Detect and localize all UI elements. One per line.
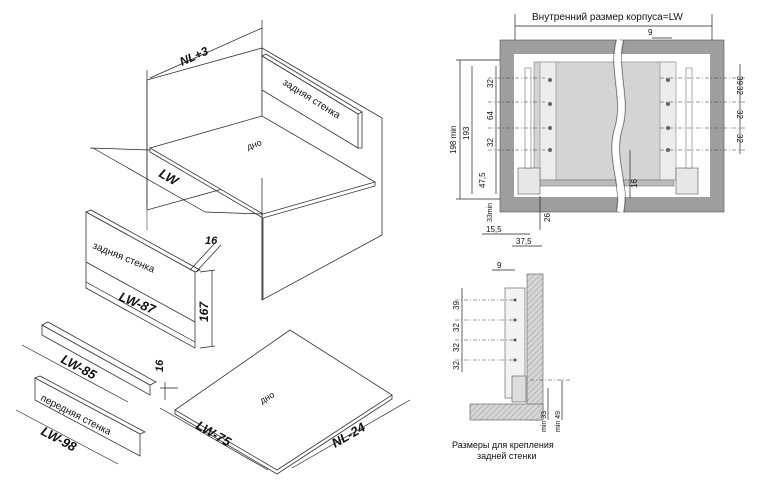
box-bottom-label: дно [245,137,263,152]
dim-16-right-label: 16 [630,179,639,188]
inner-size-title: Внутренний размер корпуса=LW [532,12,683,23]
detail-dim-min33-label: min 33 [541,411,548,432]
detail-caption-line1: Размеры для крепления [452,440,554,450]
detail-dim-9-label: 9 [497,261,502,270]
dim-64-label: 64 [486,111,495,120]
dim-198min-label: 198 min [449,126,458,154]
dim-26-label: 26 [543,213,552,222]
assembled-drawer-box [146,47,383,301]
bottom-panel: дно LW-75 NL-24 [159,329,411,475]
dimension-16-bottom: 16 [154,359,178,400]
dim-16-bottom-label: 16 [154,359,166,372]
dim-193-label: 193 [462,126,471,140]
front-wall-panel: передняя стенка LW-98 [15,375,146,465]
detail-dim-32a-label: 32 [452,323,461,332]
dim-r39-label: 39 [735,76,744,85]
detail-dim-39-label: 39 [452,301,461,310]
dim-47-5-label: 47,5 [478,172,487,188]
dim-r32b-label: 32 [735,110,744,119]
rear-wall-panel: задняя стенка LW-87 16 167 [85,209,222,349]
dim-32b-label: 32 [486,138,495,147]
dim-r32c-label: 32 [735,134,744,143]
detail-caption-line2: задней стенки [477,451,536,461]
dim-lw98-label: LW-98 [39,423,80,454]
dim-15-5-label: 15,5 [486,225,502,234]
dim-16-top-label: 16 [205,235,218,247]
dim-167-label: 167 [197,301,211,322]
detail-dim-min49-label: min 49 [555,411,562,432]
detail-dim-32b-label: 32 [452,343,461,352]
dim-33min-label: 33min [487,203,494,222]
detail-dim-32c-label: 32 [452,361,461,370]
cabinet-section: Внутренний размер корпуса=LW 9 198 [449,12,746,247]
dim-9-label: 9 [648,28,653,37]
rear-mount-detail: 9 39 32 32 32 min 33 min 49 Размеры для … [452,261,572,461]
dim-37-5-label: 37,5 [516,237,532,246]
dim-32a-label: 32 [486,79,495,88]
dim-r32a-label: 32 [735,86,744,95]
